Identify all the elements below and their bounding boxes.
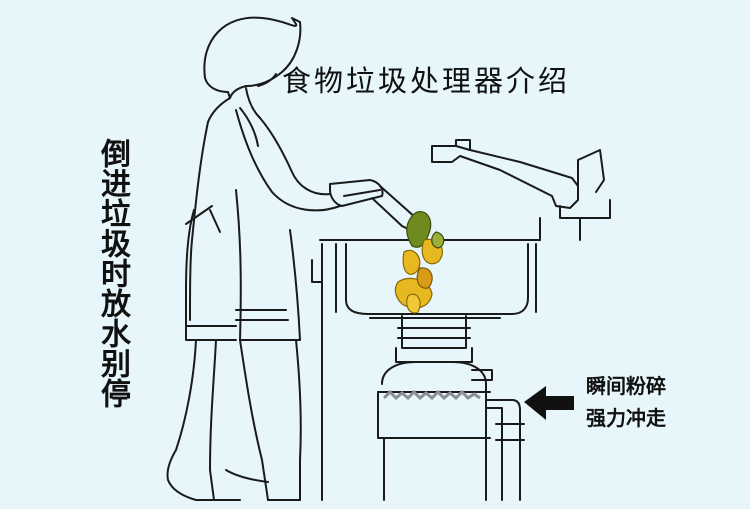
food-scraps <box>394 211 445 314</box>
callout-line-1: 瞬间粉碎 <box>586 374 666 398</box>
callout-text: 瞬间粉碎 强力冲走 <box>586 370 666 434</box>
grinder-texture <box>382 389 481 401</box>
callout-line-2: 强力冲走 <box>586 406 666 430</box>
arrow-left-icon <box>524 386 574 420</box>
diagram-title: 食物垃圾处理器介绍 <box>282 64 571 98</box>
side-note: 倒进垃圾时放水别停 <box>95 138 130 408</box>
faucet <box>431 139 611 241</box>
food-disposer <box>377 315 525 501</box>
